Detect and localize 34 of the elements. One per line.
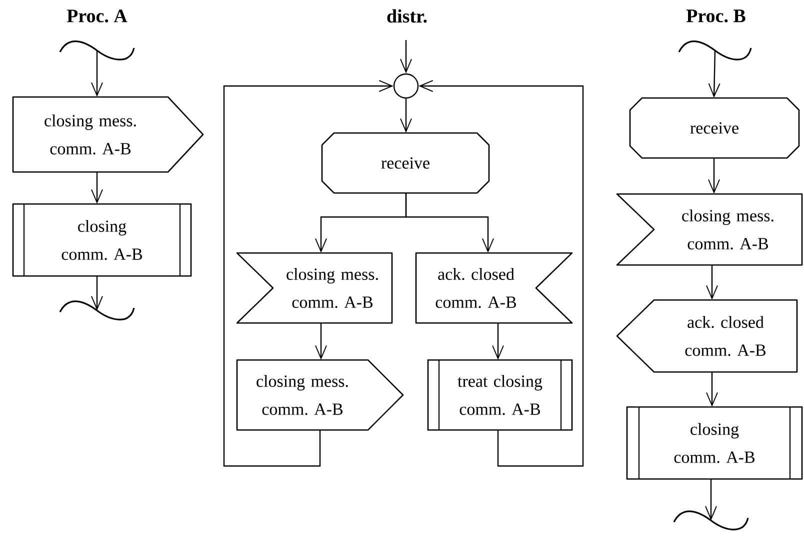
column-heading: distr. [387,9,427,23]
arrow [708,158,720,194]
output-signal-box: closing mess. comm. A-B [12,96,204,173]
arrow [91,172,103,204]
input-signal-box: ack. closed comm. A-B [415,252,573,324]
procedure-call-box: closing comm. A-B [12,203,192,277]
arrow [706,372,718,407]
start-wave [59,300,135,320]
arrow [708,50,720,98]
procedure-call-box: treat closing comm. A-B [427,359,573,431]
arrow [492,323,504,360]
input-signal-box: closing mess. comm. A-B [616,193,803,266]
column-heading: Proc. B [686,10,746,22]
arrow [91,50,103,97]
arrow [91,276,103,310]
output-signal-box: ack. closed comm. A-B [616,299,798,373]
start-wave [678,40,752,60]
arrow [400,98,412,133]
arrow [400,40,412,74]
input-signal-box: closing mess. comm. A-B [236,252,393,324]
arrow [405,193,494,253]
state-box: receive [629,97,800,159]
arrow [418,80,584,467]
output-signal-box: closing mess. comm. A-B [236,359,404,431]
state-box: receive [321,132,490,194]
arrow [315,323,327,360]
connector-circle [393,73,419,99]
procedure-call-box: closing comm. A-B [626,406,803,480]
start-wave [673,510,749,530]
arrow [705,479,717,520]
column-heading: Proc. A [66,10,128,22]
start-wave [59,40,135,60]
arrow [223,80,394,467]
arrow [706,265,718,300]
